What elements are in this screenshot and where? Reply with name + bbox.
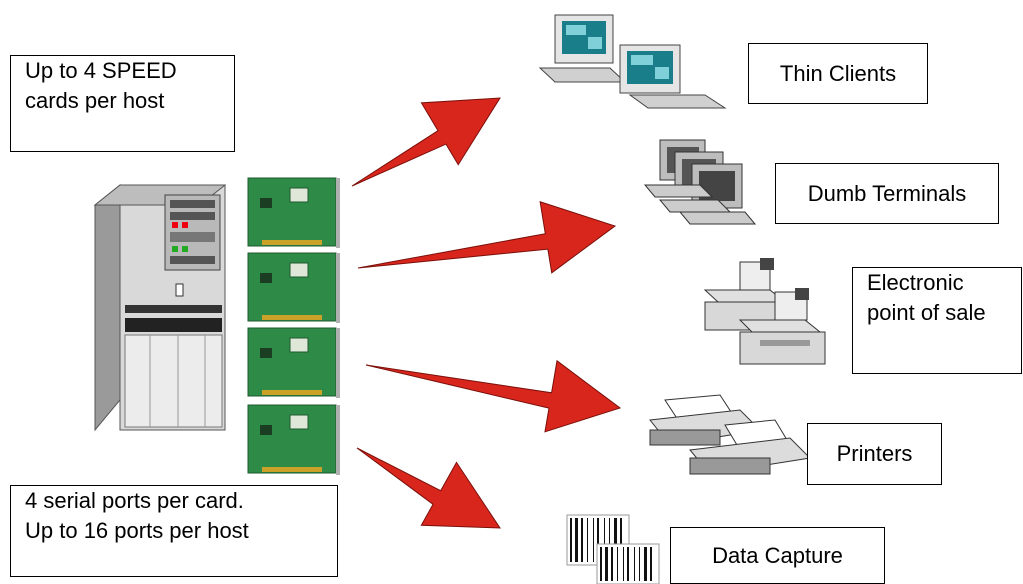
cards-per-host-line-1: Up to 4 SPEED bbox=[25, 58, 177, 83]
cards-per-host-line-2: cards per host bbox=[25, 88, 165, 113]
thin-client-icon bbox=[538, 14, 727, 109]
ports-line-2: Up to 16 ports per host bbox=[25, 518, 249, 543]
expansion-card-icon bbox=[247, 177, 340, 248]
cards-per-host-note: Up to 4 SPEED cards per host bbox=[10, 55, 235, 152]
expansion-card-icon bbox=[247, 252, 340, 323]
server-tower-icon bbox=[93, 183, 227, 432]
arrow-icon bbox=[365, 359, 622, 433]
ports-note: 4 serial ports per card. Up to 16 ports … bbox=[10, 485, 338, 577]
device-label-dumb-terminals: Dumb Terminals bbox=[775, 163, 999, 224]
barcode-icon bbox=[566, 514, 660, 584]
pos-register-icon bbox=[703, 258, 826, 365]
arrow-icon bbox=[357, 201, 617, 274]
device-label-electronic-pos: Electronic point of sale bbox=[852, 267, 1022, 374]
dumb-terminal-icon bbox=[643, 139, 757, 225]
device-label-data-capture: Data Capture bbox=[670, 527, 885, 584]
arrow-icon bbox=[356, 447, 501, 529]
arrow-icon bbox=[351, 97, 501, 187]
expansion-card-icon bbox=[247, 404, 340, 475]
device-label-thin-clients: Thin Clients bbox=[748, 43, 928, 104]
device-label-printers: Printers bbox=[807, 423, 942, 485]
expansion-card-icon bbox=[247, 327, 340, 398]
ports-line-1: 4 serial ports per card. bbox=[25, 488, 244, 513]
printer-icon bbox=[649, 394, 812, 475]
